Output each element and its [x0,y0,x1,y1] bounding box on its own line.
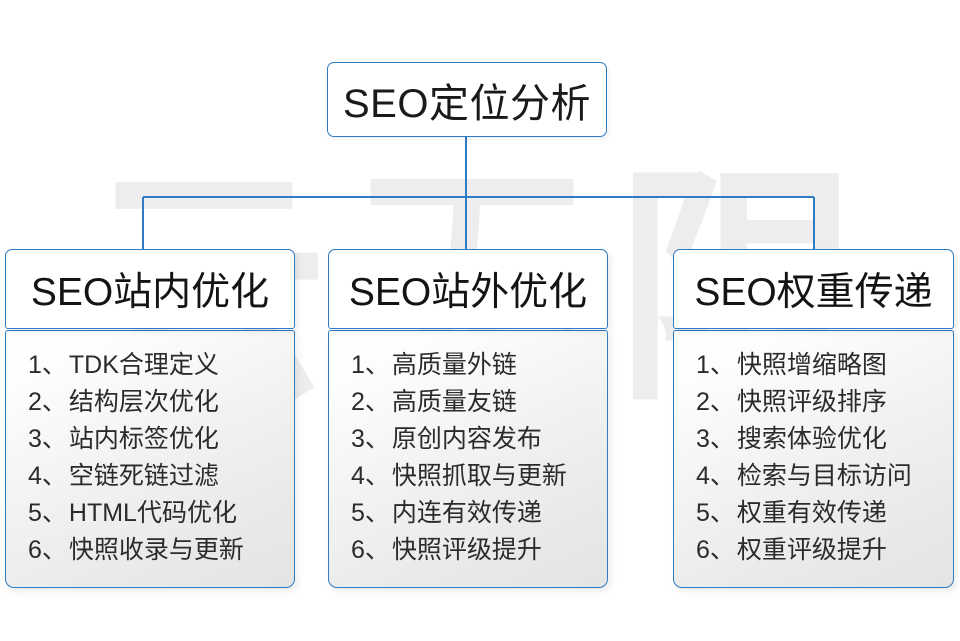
list-item-label: 快照评级排序 [736,388,887,416]
list-item-number: 2、 [351,388,390,416]
list-item-number: 6、 [28,536,67,564]
list-item-label: 结构层次优化 [68,388,219,416]
list-item-number: 1、 [696,351,735,379]
list-item[interactable]: 6、 快照收录与更新 [6,532,294,569]
list-item[interactable]: 2、 结构层次优化 [6,384,294,421]
list-item-number: 2、 [28,388,67,416]
list-item-number: 3、 [28,425,67,453]
branch-list-2: 1、 高质量外链 2、 高质量友链 3、 原创内容发布 4、 快照抓取与更新 5… [328,330,608,588]
branch-header-2-title: SEO站外优化 [348,271,588,314]
branch-header-1-title: SEO站内优化 [30,271,270,314]
branch-column-3: SEO权重传递 1、 快照增缩略图 2、 快照评级排序 3、 搜索体验优化 4、… [673,249,954,588]
list-item[interactable]: 3、 站内标签优化 [6,421,294,458]
branch-header-3-title: SEO权重传递 [694,271,933,314]
list-item[interactable]: 5、 权重有效传递 [674,495,953,532]
list-item-label: 高质量外链 [391,351,517,379]
list-item-label: 快照评级提升 [391,536,542,564]
list-item[interactable]: 4、 快照抓取与更新 [329,458,607,495]
list-item-number: 4、 [351,462,390,490]
list-item[interactable]: 2、 高质量友链 [329,384,607,421]
list-item-label: TDK合理定义 [68,351,219,379]
list-item[interactable]: 1、 TDK合理定义 [6,347,294,384]
list-item-number: 6、 [696,536,735,564]
list-item-number: 5、 [696,499,735,527]
list-item[interactable]: 2、 快照评级排序 [674,384,953,421]
list-item-label: 空链死链过滤 [68,462,219,490]
branch-header-2[interactable]: SEO站外优化 [328,249,608,329]
list-item[interactable]: 1、 高质量外链 [329,347,607,384]
list-item[interactable]: 6、 快照评级提升 [329,532,607,569]
list-item[interactable]: 4、 空链死链过滤 [6,458,294,495]
list-item-number: 2、 [696,388,735,416]
list-item-number: 5、 [351,499,390,527]
list-item[interactable]: 6、 权重评级提升 [674,532,953,569]
root-node-title: SEO定位分析 [343,81,591,126]
list-item-label: 检索与目标访问 [736,462,912,490]
list-item-label: 站内标签优化 [68,425,219,453]
branch-column-1: SEO站内优化 1、 TDK合理定义 2、 结构层次优化 3、 站内标签优化 4… [5,249,295,588]
list-item-label: 权重有效传递 [736,499,887,527]
list-item-number: 3、 [351,425,390,453]
root-node[interactable]: SEO定位分析 [327,62,607,137]
list-item[interactable]: 5、 HTML代码优化 [6,495,294,532]
list-item-label: 搜索体验优化 [736,425,887,453]
list-item-label: 权重评级提升 [736,536,887,564]
list-item-number: 6、 [351,536,390,564]
branch-column-2: SEO站外优化 1、 高质量外链 2、 高质量友链 3、 原创内容发布 4、 快… [328,249,608,588]
list-item-label: 快照抓取与更新 [391,462,567,490]
list-item[interactable]: 5、 内连有效传递 [329,495,607,532]
branch-header-1[interactable]: SEO站内优化 [5,249,295,329]
list-item[interactable]: 1、 快照增缩略图 [674,347,953,384]
list-item-label: 快照收录与更新 [68,536,244,564]
list-item-label: HTML代码优化 [68,499,237,527]
branch-header-3[interactable]: SEO权重传递 [673,249,954,329]
list-item-number: 3、 [696,425,735,453]
list-item[interactable]: 4、 检索与目标访问 [674,458,953,495]
list-item[interactable]: 3、 原创内容发布 [329,421,607,458]
list-item-number: 1、 [351,351,390,379]
list-item-number: 4、 [28,462,67,490]
list-item-number: 5、 [28,499,67,527]
list-item-label: 内连有效传递 [391,499,542,527]
branch-list-3: 1、 快照增缩略图 2、 快照评级排序 3、 搜索体验优化 4、 检索与目标访问… [673,330,954,588]
list-item[interactable]: 3、 搜索体验优化 [674,421,953,458]
list-item-label: 快照增缩略图 [736,351,887,379]
list-item-number: 4、 [696,462,735,490]
list-item-number: 1、 [28,351,67,379]
list-item-label: 高质量友链 [391,388,517,416]
list-item-label: 原创内容发布 [391,425,542,453]
branch-list-1: 1、 TDK合理定义 2、 结构层次优化 3、 站内标签优化 4、 空链死链过滤… [5,330,295,588]
